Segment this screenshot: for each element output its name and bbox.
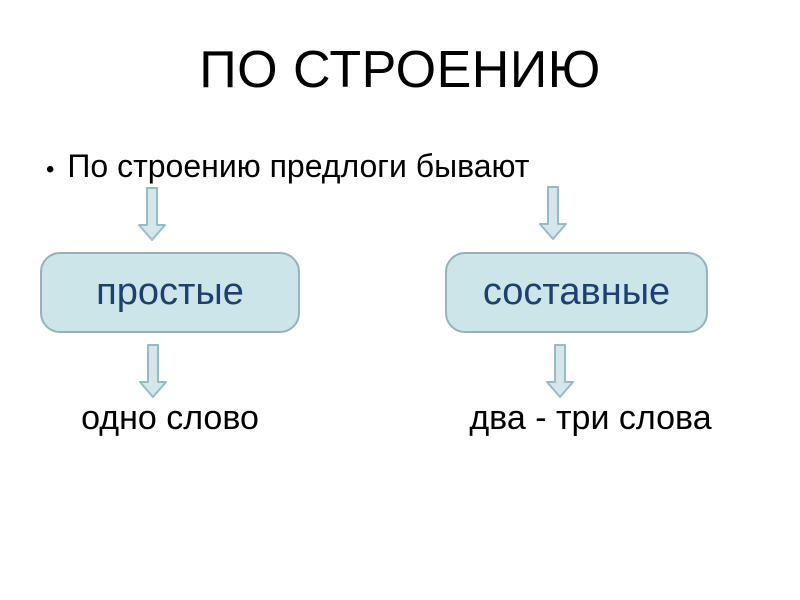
down-arrow-icon xyxy=(546,344,574,398)
slide-title: ПО СТРОЕНИЮ xyxy=(199,41,601,99)
bullet-text: По строению предлоги бывают xyxy=(67,148,530,184)
category-box-simple-label: простые xyxy=(96,271,244,313)
result-label-compound: два - три слова xyxy=(469,399,712,437)
bullet-line: • По строению предлоги бывают xyxy=(46,148,529,185)
down-arrow-icon xyxy=(139,344,167,398)
category-box-compound: составные xyxy=(445,252,708,333)
category-box-compound-label: составные xyxy=(482,271,671,313)
down-arrow-icon xyxy=(539,186,567,240)
bullet-marker: • xyxy=(46,156,55,183)
result-label-simple: одно слово xyxy=(81,399,259,437)
category-box-simple: простые xyxy=(40,252,300,333)
down-arrow-icon xyxy=(138,187,166,241)
